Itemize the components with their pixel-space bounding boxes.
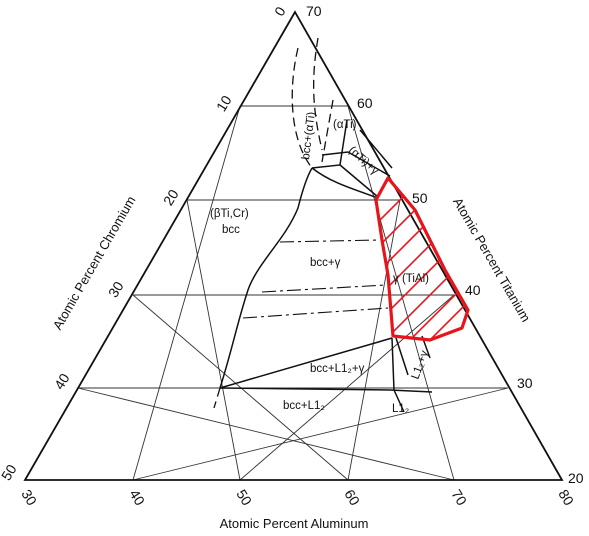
label-bcc-alpha-ti: bcc+(αTi) <box>300 111 318 160</box>
titanium-tick-labels: 70 60 50 40 30 20 <box>306 3 584 486</box>
gamma-tial-highlight <box>374 176 470 342</box>
tick-al-80: 80 <box>555 487 577 509</box>
label-bcc-gamma: bcc+γ <box>310 257 341 269</box>
tick-al-50: 50 <box>233 487 255 509</box>
tick-ti-70: 70 <box>306 3 322 19</box>
label-bcc: bcc <box>222 224 240 236</box>
label-l12: L1₂ <box>392 403 409 415</box>
grid-lines <box>77 105 509 481</box>
chromium-tick-labels: 0 10 20 30 40 50 <box>0 4 289 484</box>
tick-ti-60: 60 <box>357 95 373 111</box>
tick-al-40: 40 <box>126 487 148 509</box>
tick-cr-10: 10 <box>213 92 235 114</box>
tick-ti-30: 30 <box>517 375 533 391</box>
tick-ti-40: 40 <box>465 282 481 298</box>
tick-al-70: 70 <box>448 487 470 509</box>
tick-al-30: 30 <box>18 487 40 509</box>
label-l12-gamma: L1₂+γ <box>410 349 432 381</box>
aluminum-axis-title: Atomic Percent Aluminum <box>220 516 369 531</box>
tick-cr-0: 0 <box>271 4 289 19</box>
aluminum-tick-labels: 30 40 50 60 70 80 <box>18 487 577 509</box>
tick-cr-40: 40 <box>51 370 73 392</box>
chromium-axis-title: Atomic Percent Chromium <box>50 193 139 332</box>
phase-boundaries <box>213 37 433 413</box>
tick-al-60: 60 <box>341 487 363 509</box>
label-alpha-ti: (αTi) <box>333 119 357 131</box>
tick-cr-30: 30 <box>105 278 127 300</box>
label-beta-ti-cr: (βTi,Cr) <box>210 208 249 220</box>
label-gamma-tial: γ (TiAl) <box>393 273 429 285</box>
tick-cr-50: 50 <box>0 461 20 483</box>
label-bcc-l12-gamma: bcc+L1₂+γ <box>310 363 365 375</box>
tick-cr-20: 20 <box>160 186 182 208</box>
region-labels: (αTi) bcc+(αTi) (αTi)+γ (βTi,Cr) bcc bcc… <box>210 111 431 415</box>
tick-ti-20: 20 <box>568 470 584 486</box>
tick-ti-50: 50 <box>412 190 428 206</box>
label-bcc-l12: bcc+L1₂ <box>283 400 325 412</box>
